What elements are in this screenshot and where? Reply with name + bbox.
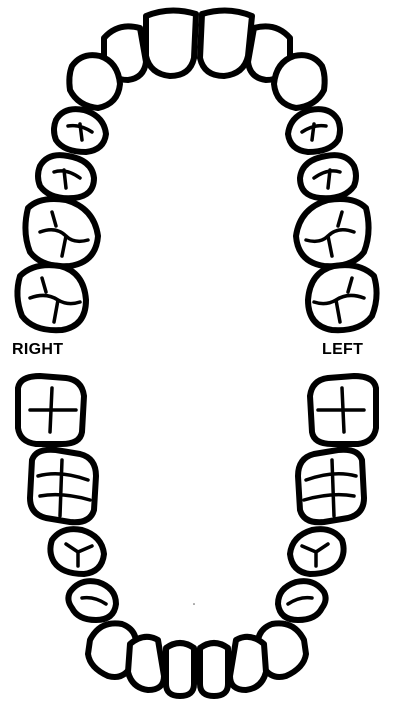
lower-arch [18, 376, 376, 696]
lower-right-first-premolar[interactable] [68, 581, 116, 620]
right-side-label: RIGHT [12, 341, 63, 359]
stray-dot [193, 603, 195, 605]
upper-right-canine[interactable] [69, 55, 120, 108]
lower-left-first-premolar[interactable] [278, 581, 326, 620]
left-side-label: LEFT [322, 341, 363, 359]
upper-right-central-incisor[interactable] [146, 10, 196, 76]
upper-left-central-incisor[interactable] [200, 10, 252, 76]
lower-right-central-incisor[interactable] [166, 643, 194, 696]
upper-left-canine[interactable] [274, 55, 325, 108]
lower-right-lateral-incisor[interactable] [128, 637, 164, 690]
upper-arch [17, 10, 376, 330]
lower-left-central-incisor[interactable] [200, 643, 228, 696]
lower-left-lateral-incisor[interactable] [230, 637, 266, 690]
